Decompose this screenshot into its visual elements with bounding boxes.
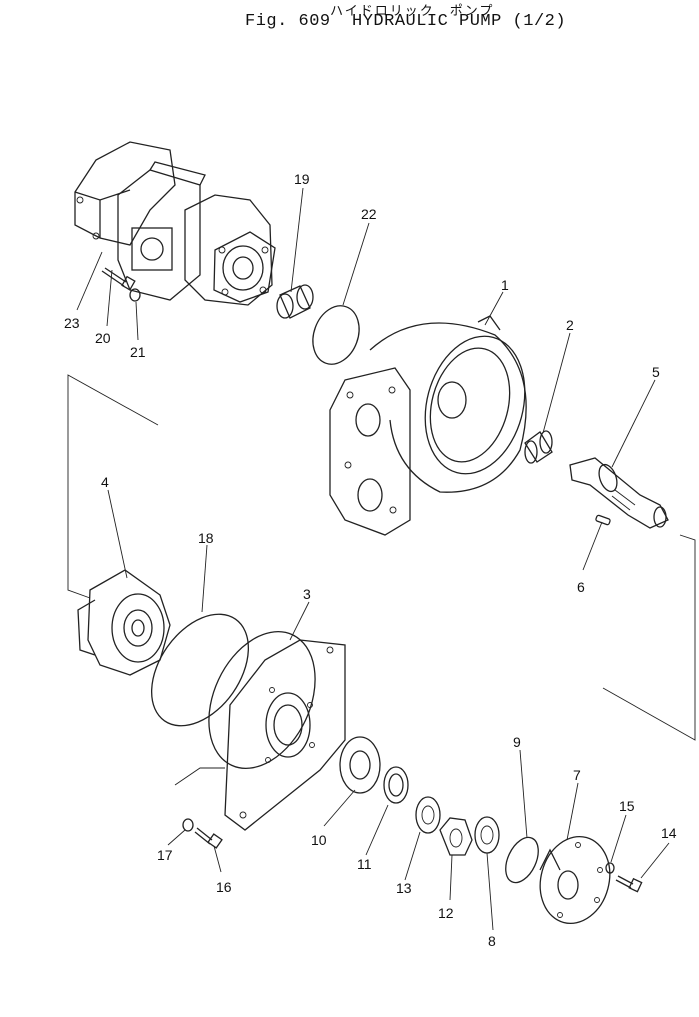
callout-6: 6 (577, 579, 585, 595)
key-6 (595, 514, 611, 526)
figure-title-japanese: ハイドロリック ポンプ (330, 4, 495, 19)
callout-3: 3 (303, 586, 311, 602)
callout-17: 17 (157, 847, 173, 863)
callout-2: 2 (566, 317, 574, 333)
callout-18: 18 (198, 530, 214, 546)
callout-23: 23 (64, 315, 80, 331)
o-ring-9 (505, 836, 539, 884)
lock-washer-13 (415, 796, 441, 834)
callout-13: 13 (396, 880, 412, 896)
nut-12 (439, 817, 473, 856)
o-ring-22 (312, 305, 360, 365)
washer-15 (605, 862, 615, 874)
bolt-16 (194, 827, 223, 849)
callout-16: 16 (216, 879, 232, 895)
shaft-5 (569, 457, 669, 529)
callout-19: 19 (294, 171, 310, 187)
bearing-10 (339, 736, 381, 794)
callout-22: 22 (361, 206, 377, 222)
bearing-2 (524, 430, 553, 464)
pump-case-1 (329, 315, 527, 536)
seal-11 (383, 766, 409, 804)
callout-labels: 19 22 1 2 5 6 4 18 3 23 20 21 10 11 13 1… (64, 171, 677, 949)
flange-7 (539, 835, 611, 925)
callout-9: 9 (513, 734, 521, 750)
seal-8 (474, 816, 500, 854)
figure-title: Fig. 609 HYDRAULIC PUMP (1/2) (245, 12, 567, 31)
callout-4: 4 (101, 474, 109, 490)
cover-3 (208, 631, 346, 831)
bushing-19 (276, 284, 314, 319)
callout-20: 20 (95, 330, 111, 346)
bolt-14 (615, 875, 643, 893)
washer-21 (129, 288, 141, 302)
callout-5: 5 (652, 364, 660, 380)
callout-1: 1 (501, 277, 509, 293)
callout-7: 7 (573, 767, 581, 783)
callout-11: 11 (357, 856, 372, 872)
assembly-reference-lines (67, 374, 696, 786)
callout-21: 21 (130, 344, 146, 360)
washer-17 (182, 818, 194, 832)
pump-assembly (74, 141, 276, 306)
callout-12: 12 (438, 905, 454, 921)
callout-15: 15 (619, 798, 635, 814)
impeller-4 (77, 569, 171, 676)
callout-10: 10 (311, 832, 327, 848)
o-ring-18 (150, 613, 250, 727)
callout-14: 14 (661, 825, 677, 841)
callout-8: 8 (488, 933, 496, 949)
leader-lines (76, 187, 670, 931)
